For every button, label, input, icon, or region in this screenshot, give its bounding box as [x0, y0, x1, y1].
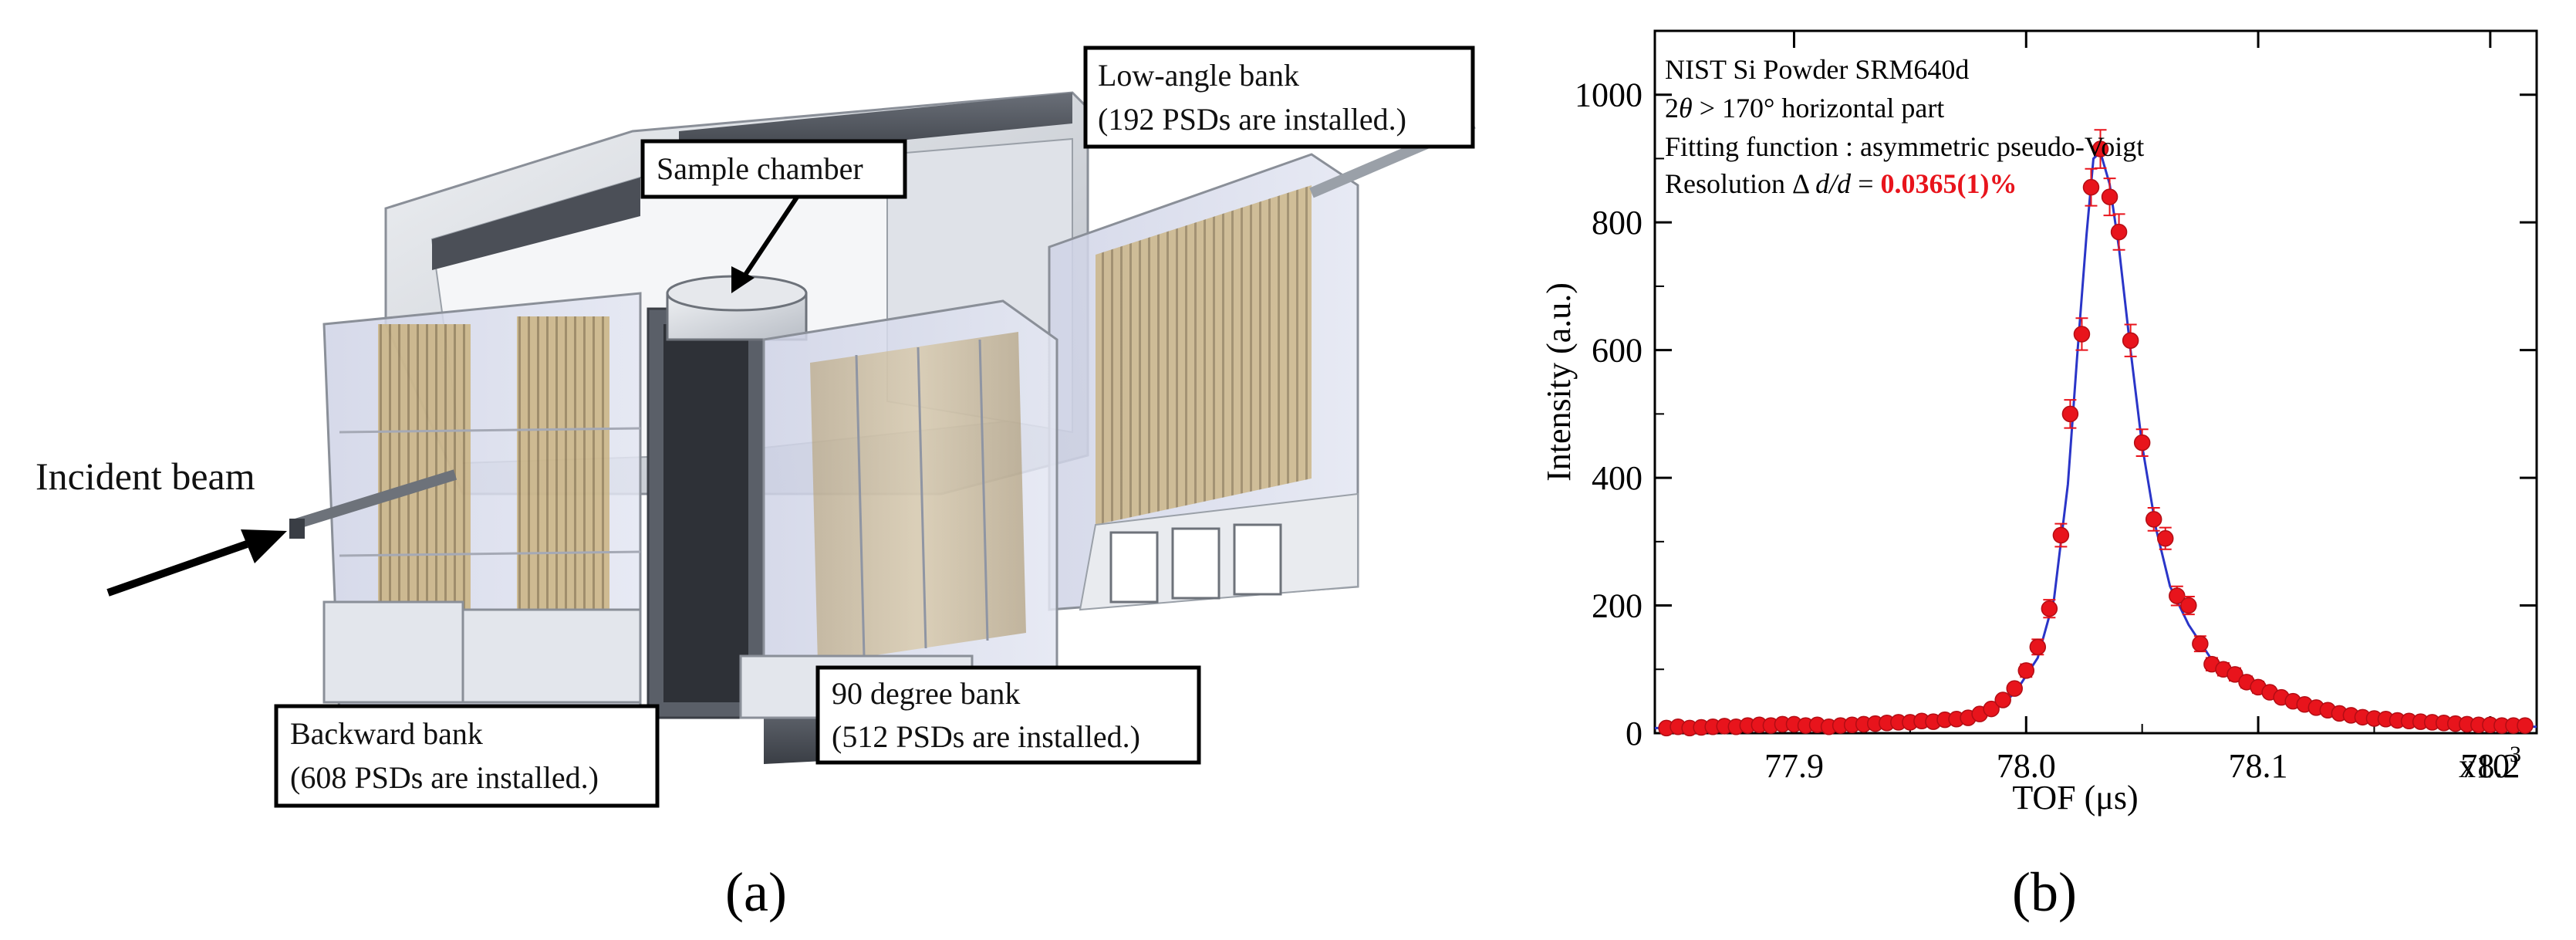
- data-point: [2041, 600, 2058, 617]
- fit-line: [1654, 150, 2537, 729]
- ninety-degree-label-title: 90 degree bank: [832, 676, 1020, 711]
- plot-frame: [1653, 29, 2538, 735]
- data-point: [2192, 635, 2209, 652]
- data-point: [1983, 700, 2000, 718]
- x-tick-label: 77.9: [1764, 747, 1824, 785]
- ninety-degree-label-detail: (512 PSDs are installed.): [832, 719, 1140, 754]
- beam-pipe: [289, 469, 457, 539]
- data-point: [2082, 178, 2100, 196]
- data-point: [2145, 511, 2162, 528]
- backward-bank-label-detail: (608 PSDs are installed.): [290, 760, 599, 795]
- annotation-line-3: Fitting function : asymmetric pseudo-Voi…: [1665, 131, 2144, 162]
- data-point: [2110, 223, 2128, 241]
- low-angle-label-detail: (192 PSDs are installed.): [1098, 102, 1406, 137]
- instrument-illustration: Low-angle bank (192 PSDs are installed.)…: [35, 46, 1476, 923]
- annotation-line-1: NIST Si Powder SRM640d: [1665, 54, 1969, 85]
- tof-intensity-chart: 0 200 400 600 800 1000 77.9 78.0 78.1 78.2 Inten…: [1540, 29, 2538, 923]
- data-point: [2029, 638, 2047, 656]
- data-point: [2122, 332, 2139, 349]
- data-point: [2180, 597, 2197, 614]
- backward-bank-label-box: [274, 704, 660, 808]
- annotation-line-2: 2θ > 170° horizontal part: [1665, 93, 1944, 123]
- x-axis-multiplier: x103: [2459, 742, 2521, 785]
- y-tick-label: 800: [1592, 204, 1642, 242]
- data-point: [2101, 188, 2119, 205]
- x-tick-label: 78.1: [2229, 747, 2288, 785]
- fit-series: [1654, 150, 2537, 729]
- panel-b-chart: 0 200 400 600 800 1000 77.9 78.0 78.1 78.2 Inten…: [1512, 0, 2576, 940]
- panel-b-tag: (b): [2012, 861, 2077, 923]
- incident-beam-label: Incident beam: [35, 455, 255, 498]
- data-point: [2061, 405, 2079, 423]
- y-axis-title: Intensity (a.u.): [1540, 282, 1578, 482]
- y-tick-label: 600: [1592, 332, 1642, 370]
- sample-chamber-illustration: [647, 275, 808, 719]
- data-point: [1994, 691, 2011, 708]
- data-point: [2156, 529, 2174, 547]
- data-point: [2052, 526, 2070, 544]
- y-tick-label: 1000: [1575, 76, 1642, 114]
- y-tick-label: 0: [1626, 715, 1642, 752]
- data-point: [2517, 717, 2534, 734]
- data-points-series: [1658, 129, 2534, 737]
- ninety-degree-label-box: [815, 665, 1201, 765]
- y-tick-label: 200: [1592, 587, 1642, 625]
- data-point: [2092, 140, 2109, 157]
- annotation-line-4: Resolution Δ d/d = 0.0365(1)%: [1665, 168, 2017, 199]
- y-tick-label: 400: [1592, 459, 1642, 497]
- data-point: [2073, 326, 2091, 343]
- data-point: [2133, 434, 2151, 451]
- low-angle-bank-illustration: [1048, 118, 1476, 611]
- y-axis-ticks: 0 200 400 600 800 1000: [1575, 76, 2537, 752]
- annotation-block: NIST Si Powder SRM640d 2θ > 170° horizon…: [1665, 54, 2144, 199]
- low-angle-label-box: [1083, 46, 1475, 149]
- data-point: [2227, 666, 2243, 683]
- x-tick-label: 78.2: [2460, 747, 2520, 785]
- x-axis-title: TOF (μs): [2012, 779, 2138, 817]
- incident-beam-arrow: [106, 529, 287, 597]
- sample-chamber-label: Sample chamber: [657, 151, 863, 186]
- low-angle-label-title: Low-angle bank: [1098, 58, 1299, 93]
- x-tick-label: 78.0: [1997, 747, 2056, 785]
- data-point: [2017, 662, 2035, 679]
- panel-a-instrument: Low-angle bank (192 PSDs are installed.)…: [35, 46, 1476, 923]
- panel-a-tag: (a): [725, 861, 787, 923]
- sample-chamber-label-box: [640, 139, 907, 199]
- backward-bank-label-title: Backward bank: [290, 716, 483, 751]
- data-point: [2006, 680, 2023, 697]
